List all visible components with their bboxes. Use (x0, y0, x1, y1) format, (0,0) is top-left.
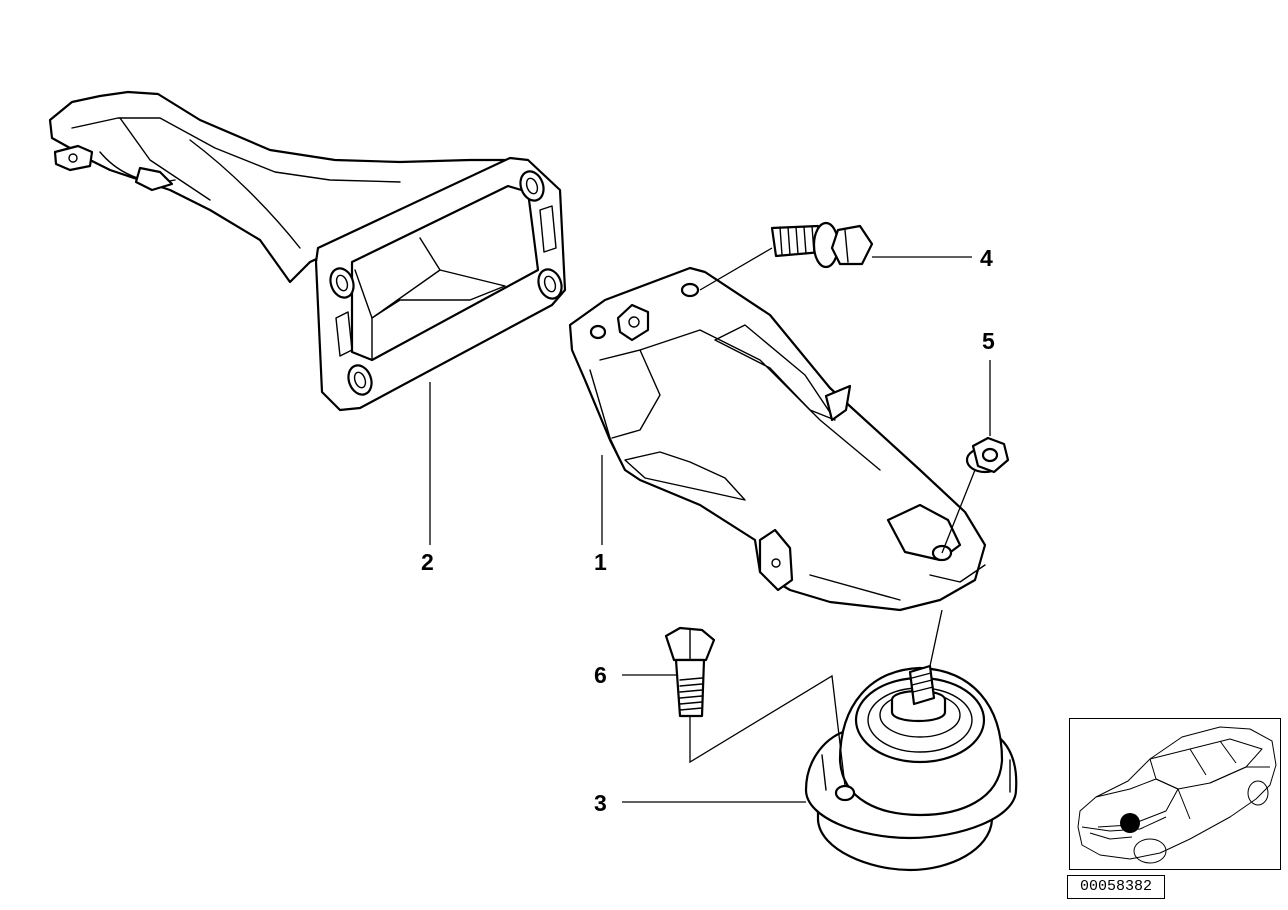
part-2-crossmember[interactable] (48, 90, 567, 412)
vehicle-locator (1069, 718, 1281, 870)
callout-3: 3 (594, 790, 607, 816)
part-3-engine-mount[interactable] (804, 664, 1018, 872)
callout-4: 4 (980, 245, 993, 271)
reference-number: 00058382 (1067, 875, 1165, 899)
callout-1: 1 (594, 549, 607, 575)
part-6-hex-bolt[interactable] (664, 626, 716, 718)
callout-2: 2 (421, 549, 434, 575)
part-4-flange-bolt[interactable] (770, 221, 874, 269)
part-5-flange-nut[interactable] (965, 436, 1010, 474)
locator-marker (1120, 813, 1140, 833)
callout-5: 5 (982, 328, 995, 354)
leader-lines (429, 247, 991, 803)
part-1-engine-bracket[interactable] (568, 266, 987, 612)
callout-6: 6 (594, 662, 607, 688)
car-locator-icon (1077, 726, 1277, 864)
